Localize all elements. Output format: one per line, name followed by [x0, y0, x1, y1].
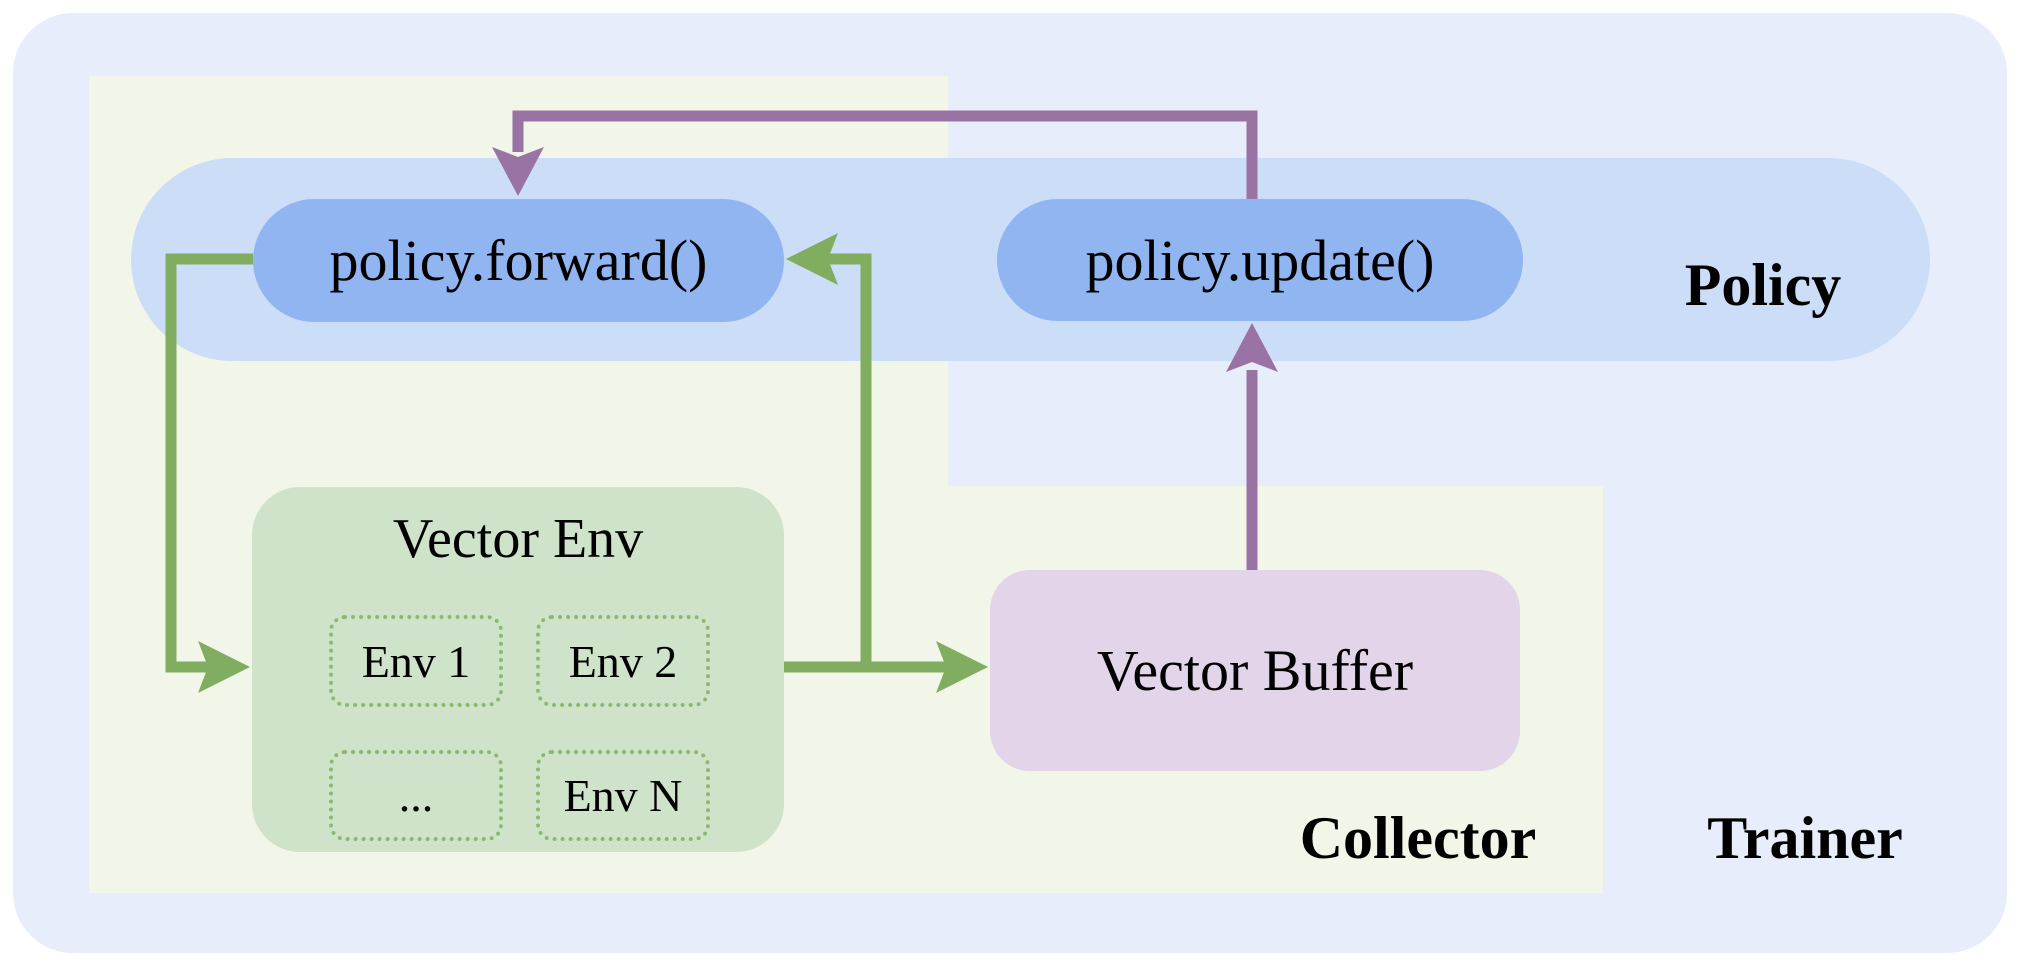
- env-2-cell: Env 2: [536, 615, 710, 707]
- vector-env-node: Vector Env Env 1 Env 2 ... Env N: [252, 487, 784, 852]
- env-ellipsis-cell: ...: [329, 750, 503, 841]
- vector-env-title: Vector Env: [392, 508, 644, 570]
- policy-forward-node: policy.forward(): [253, 199, 784, 322]
- vector-buffer-node: Vector Buffer: [990, 570, 1520, 771]
- policy-forward-label: policy.forward(): [329, 228, 708, 293]
- env-1-label: Env 1: [361, 635, 471, 687]
- env-1-cell: Env 1: [329, 615, 503, 707]
- trainer-region-label: Trainer: [1707, 804, 1903, 871]
- policy-region-label: Policy: [1684, 251, 1842, 318]
- env-n-cell: Env N: [536, 750, 710, 841]
- env-ellipsis-label: ...: [398, 770, 434, 821]
- vector-buffer-label: Vector Buffer: [1096, 638, 1414, 703]
- collector-region-label: Collector: [1299, 804, 1537, 871]
- env-n-label: Env N: [563, 770, 683, 821]
- env-2-label: Env 2: [568, 635, 678, 687]
- policy-update-node: policy.update(): [997, 199, 1523, 321]
- policy-update-label: policy.update(): [1085, 227, 1435, 293]
